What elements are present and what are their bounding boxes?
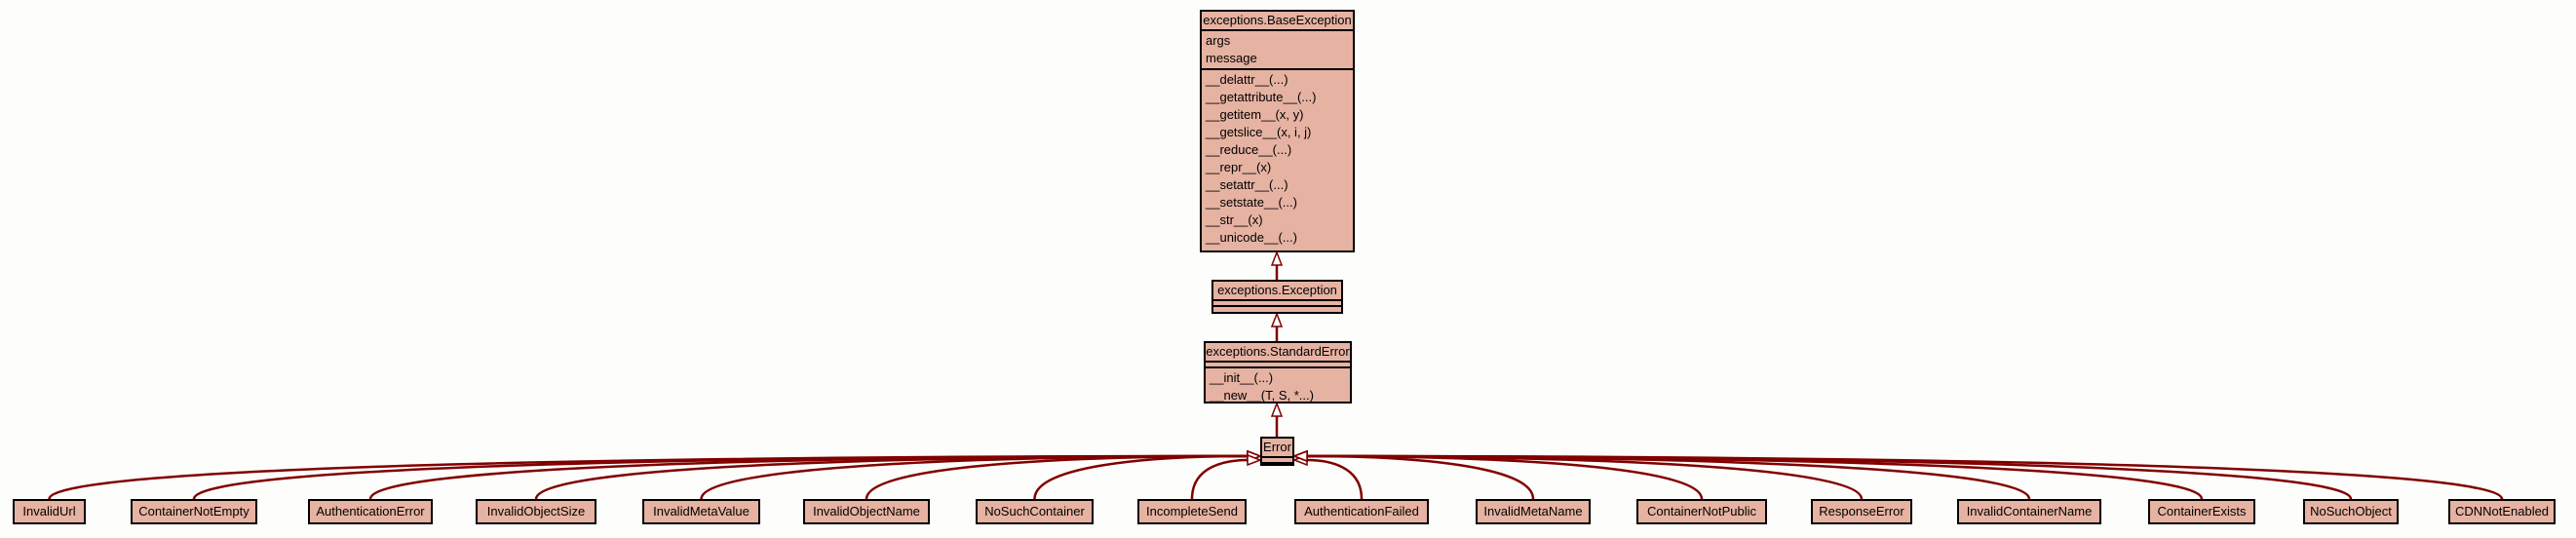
class-title: IncompleteSend bbox=[1146, 504, 1238, 519]
method: __repr__(x) bbox=[1206, 160, 1272, 174]
edge-subclass-to-error bbox=[700, 454, 1249, 500]
class-leaf: AuthenticationError bbox=[308, 499, 433, 524]
class-leaf: InvalidMetaName bbox=[1476, 499, 1591, 524]
class-title: ContainerExists bbox=[2157, 504, 2247, 519]
class-title: ResponseError bbox=[1819, 504, 1904, 519]
method: __getattribute__(...) bbox=[1206, 90, 1317, 104]
class-title: exceptions.Exception bbox=[1213, 282, 1341, 301]
inheritance-arrow bbox=[1247, 453, 1263, 467]
methods-section: __delattr__(...) __getattribute__(...) _… bbox=[1202, 70, 1353, 248]
method: __setattr__(...) bbox=[1206, 177, 1288, 192]
method: __reduce__(...) bbox=[1206, 142, 1292, 157]
class-leaf: ContainerNotEmpty bbox=[131, 499, 257, 524]
class-leaf: NoSuchObject bbox=[2303, 499, 2399, 524]
class-title: NoSuchObject bbox=[2310, 504, 2392, 519]
method: __getitem__(x, y) bbox=[1206, 107, 1304, 122]
method: __delattr__(...) bbox=[1206, 72, 1288, 87]
class-error: Error bbox=[1260, 437, 1294, 466]
class-title: InvalidUrl bbox=[22, 504, 76, 519]
inheritance-arrow bbox=[1270, 401, 1284, 417]
class-title: Error bbox=[1262, 439, 1292, 458]
class-leaf: ResponseError bbox=[1811, 499, 1912, 524]
class-leaf: IncompleteSend bbox=[1137, 499, 1247, 524]
class-base-exception: exceptions.BaseException args message __… bbox=[1200, 10, 1355, 252]
method: __new__(T, S, *...) bbox=[1210, 388, 1314, 403]
class-title: InvalidObjectSize bbox=[486, 504, 586, 519]
class-title: ContainerNotPublic bbox=[1646, 504, 1756, 519]
class-leaf: InvalidObjectSize bbox=[476, 499, 596, 524]
inheritance-arrow bbox=[1291, 449, 1308, 463]
class-leaf: ContainerNotPublic bbox=[1636, 499, 1767, 524]
method: __setstate__(...) bbox=[1206, 195, 1297, 210]
class-leaf: InvalidContainerName bbox=[1957, 499, 2101, 524]
class-standard-error: exceptions.StandardError __init__(...) _… bbox=[1204, 341, 1352, 404]
class-exception: exceptions.Exception bbox=[1211, 280, 1343, 314]
edge-subclass-to-error bbox=[1190, 458, 1249, 500]
class-title: InvalidMetaValue bbox=[653, 504, 750, 519]
edge-subclass-to-error bbox=[1033, 454, 1249, 500]
inheritance-arrow bbox=[1270, 250, 1284, 266]
class-title: ContainerNotEmpty bbox=[138, 504, 250, 519]
edge-subclass-to-error bbox=[865, 454, 1249, 500]
attributes-section: args message bbox=[1202, 31, 1353, 70]
class-leaf: AuthenticationFailed bbox=[1294, 499, 1429, 524]
class-title: exceptions.BaseException bbox=[1202, 12, 1353, 31]
inheritance-arrow bbox=[1270, 311, 1284, 327]
method: __init__(...) bbox=[1210, 370, 1274, 385]
edge-subclass-to-error bbox=[1306, 454, 1864, 500]
class-title: NoSuchContainer bbox=[984, 504, 1085, 519]
class-title: InvalidMetaName bbox=[1483, 504, 1583, 519]
class-title: InvalidObjectName bbox=[813, 504, 920, 519]
class-leaf: InvalidObjectName bbox=[803, 499, 930, 524]
edge-subclass-to-error bbox=[1306, 454, 1535, 500]
attribute: args bbox=[1206, 33, 1231, 48]
edge-subclass-to-error bbox=[1306, 458, 1364, 500]
class-title: exceptions.StandardError bbox=[1206, 343, 1350, 363]
class-leaf: NoSuchContainer bbox=[976, 499, 1094, 524]
edge-subclass-to-error bbox=[1306, 454, 2504, 500]
class-title: InvalidContainerName bbox=[1966, 504, 2093, 519]
method: __unicode__(...) bbox=[1206, 230, 1297, 245]
method: __str__(x) bbox=[1206, 212, 1263, 227]
attribute: message bbox=[1206, 51, 1257, 65]
class-leaf: ContainerExists bbox=[2148, 499, 2255, 524]
class-leaf: InvalidMetaValue bbox=[642, 499, 760, 524]
class-leaf: InvalidUrl bbox=[13, 499, 86, 524]
class-leaf: CDNNotEnabled bbox=[2448, 499, 2556, 524]
method: __getslice__(x, i, j) bbox=[1206, 125, 1312, 139]
class-title: AuthenticationFailed bbox=[1304, 504, 1419, 519]
class-title: AuthenticationError bbox=[316, 504, 425, 519]
methods-section: __init__(...) __new__(T, S, *...) bbox=[1206, 368, 1350, 405]
class-title: CDNNotEnabled bbox=[2454, 504, 2550, 519]
